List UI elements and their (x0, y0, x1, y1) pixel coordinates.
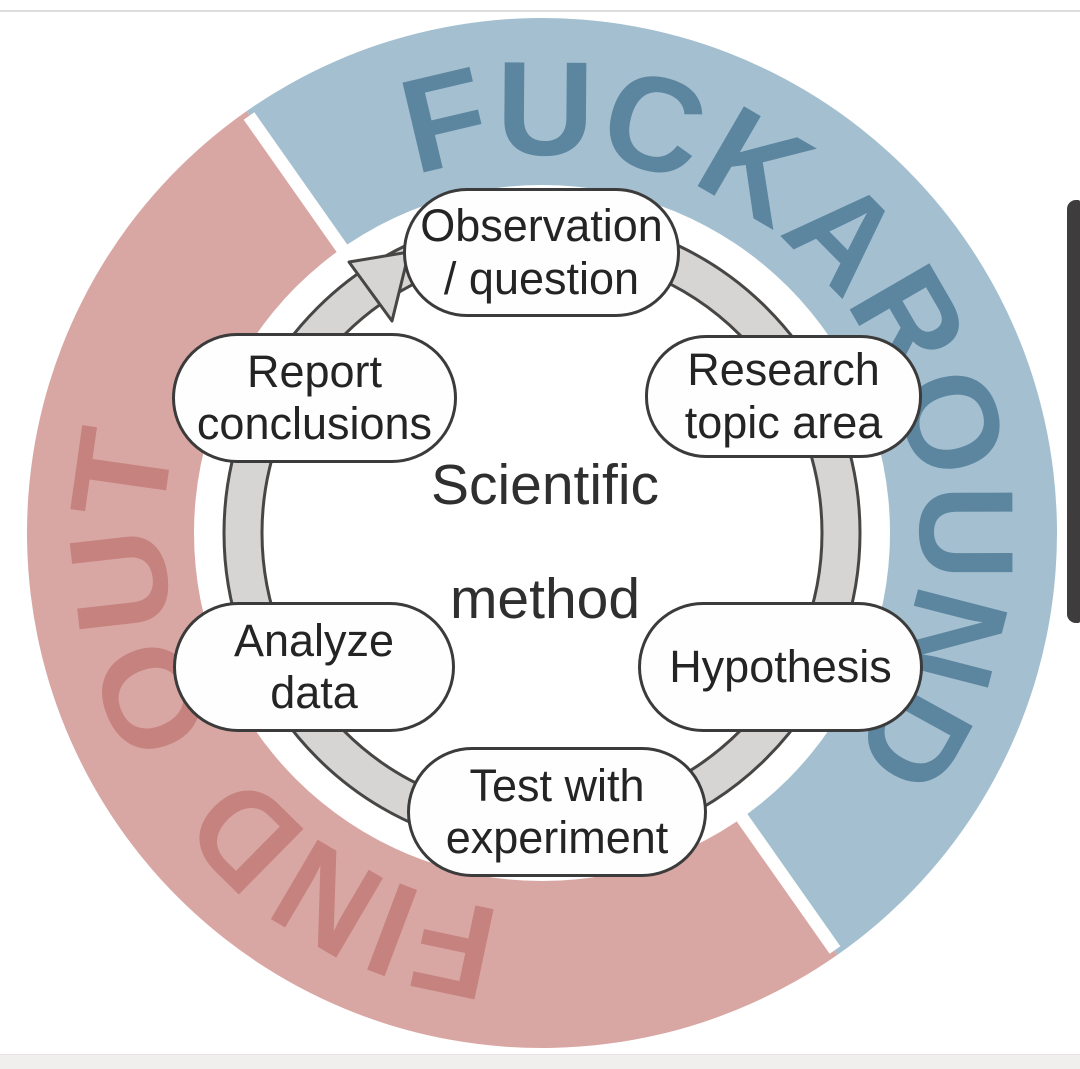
cycle-arrow-head (347, 250, 411, 323)
stage-bubble-test: Test with experiment (407, 747, 707, 877)
stage-bubble-hypothesis: Hypothesis (638, 602, 923, 732)
stage-label: Research (687, 344, 880, 396)
stage-bubble-observation: Observation / question (403, 188, 680, 317)
stage-bubble-report: Report conclusions (172, 333, 457, 463)
stage-label: data (270, 667, 358, 718)
diagram-title-line2: method (449, 567, 641, 631)
top-divider (0, 10, 1080, 12)
diagram-title-line1: Scientific (430, 453, 660, 517)
diagram-title: Scientific method (340, 452, 750, 632)
scrollbar-thumb[interactable] (1067, 200, 1080, 623)
stage-label: Report (246, 345, 383, 397)
stage-label: conclusions (196, 398, 433, 449)
stage-label: Analyze (233, 614, 395, 666)
stage-label: Observation (420, 200, 663, 252)
bottom-strip (0, 1054, 1080, 1069)
stage-bubble-research: Research topic area (645, 335, 922, 458)
stage-label: topic area (684, 396, 883, 448)
stage-label: Hypothesis (669, 640, 892, 692)
stage-label: / question (443, 252, 640, 304)
stage-label: experiment (445, 812, 669, 863)
stage-bubble-analyze: Analyze data (173, 602, 455, 732)
stage-label: Test with (469, 759, 645, 811)
